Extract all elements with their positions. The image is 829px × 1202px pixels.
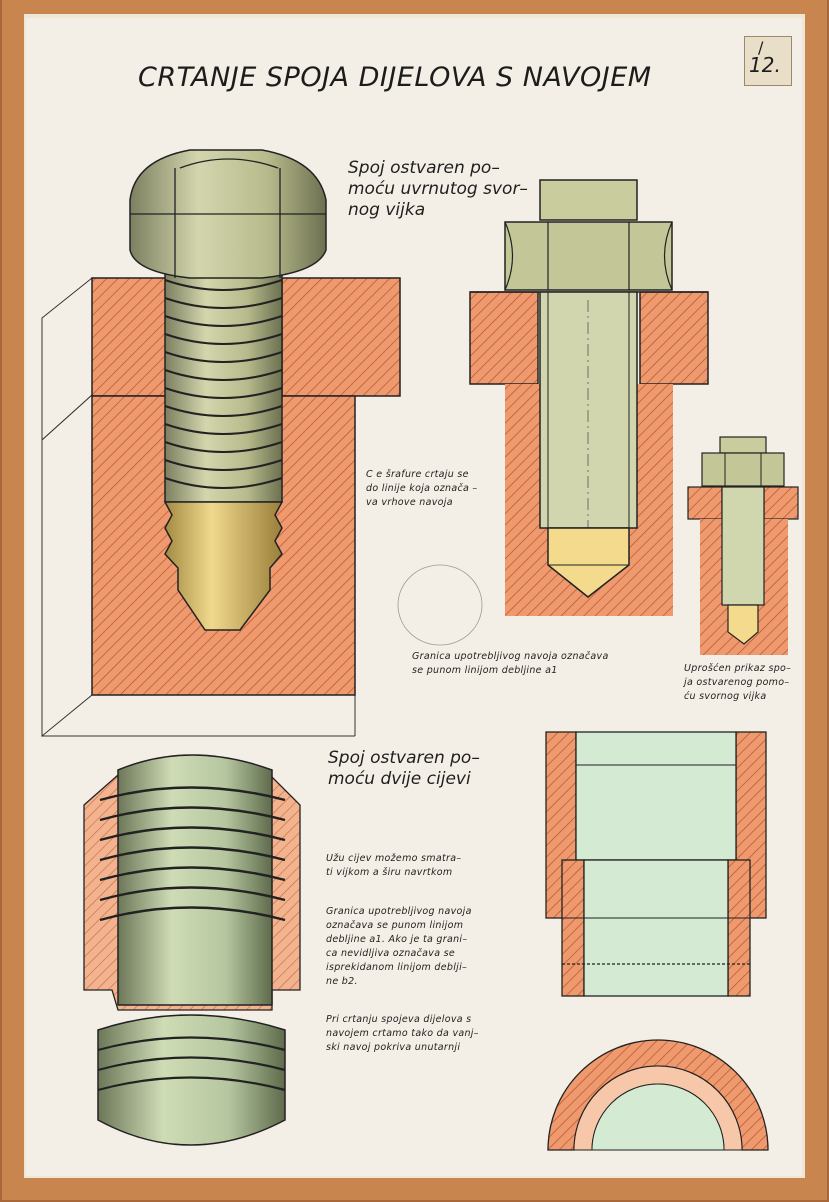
sheet-number-badge: 12. xyxy=(744,36,792,86)
screw-in-block-drawing xyxy=(41,149,401,738)
caption-pipe-note-1: Užu cijev možemo smatra– ti vijkom a šir… xyxy=(326,853,462,878)
caption-limit-note: Granica upotrebljivog navoja označava se… xyxy=(412,651,609,676)
caption-hatching-note: C e šrafure crtaju se do linije koja ozn… xyxy=(366,469,478,508)
caption-stud-joint: Spoj ostvaren po– moću uvrnutog svor– no… xyxy=(348,158,528,220)
caption-simplified-note: Uprošćen prikaz spo– ja ostvarenog pomo–… xyxy=(684,663,792,702)
caption-pipe-joint: Spoj ostvaren po– moću dvije cijevi xyxy=(328,748,480,789)
caption-pipe-note-3: Pri crtanju spojeva dijelova s navojem c… xyxy=(326,1014,479,1053)
pencil-doodle xyxy=(397,564,483,646)
caption-pipe-note-2: Granica upotrebljivog navoja označava se… xyxy=(326,906,472,987)
stud-bolt-drawing xyxy=(469,179,709,616)
simplified-stud-drawing xyxy=(687,436,799,655)
pipe-section-drawing xyxy=(545,731,769,1151)
pipe-joint-drawing xyxy=(83,754,301,1146)
sheet-number: 12. xyxy=(749,53,781,77)
poster-title: CRTANJE SPOJA DIJELOVA S NAVOJEM xyxy=(138,62,652,93)
sheet-number-slash: / xyxy=(758,38,764,57)
